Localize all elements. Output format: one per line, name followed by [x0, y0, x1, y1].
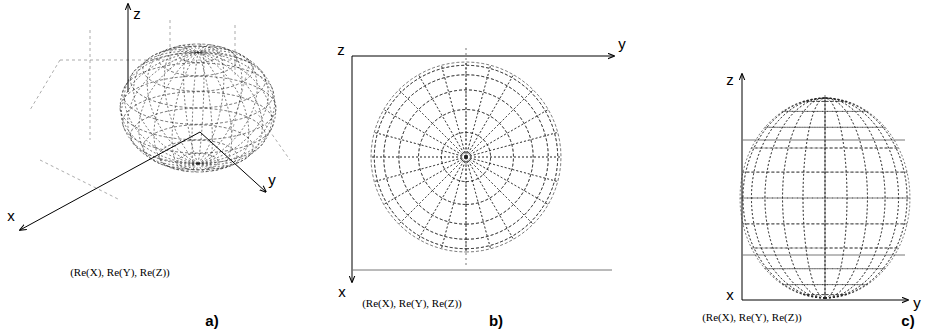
panel-label: c) [901, 313, 914, 330]
sphere-wireframe [198, 52, 272, 164]
sphere-wireframe [198, 52, 275, 163]
sphere-wireframe [159, 44, 237, 76]
sphere-wireframe [441, 132, 490, 181]
sphere-wireframe [384, 157, 466, 205]
axis-label: y [267, 172, 277, 189]
sphere-wireframe [466, 110, 548, 158]
sphere-wireframe [120, 76, 276, 140]
sphere-wireframe [198, 44, 204, 164]
sphere-wireframe [399, 90, 533, 224]
sphere-wireframe [374, 65, 558, 249]
plot-caption: (Re(X), Re(Y), Re(Z)) [701, 311, 803, 323]
sphere-wireframe [198, 52, 249, 168]
sphere-wireframe [184, 44, 198, 163]
sphere-wireframe [399, 90, 533, 224]
axis-label: x [337, 284, 347, 301]
sphere-wireframe [123, 63, 274, 124]
sphere-wireframe [139, 52, 198, 167]
sphere-wireframe [419, 110, 514, 205]
sphere-wireframe [743, 223, 907, 224]
sphere-wireframe [751, 248, 898, 249]
plot-caption: (Re(X), Re(Y), Re(Z)) [361, 297, 463, 309]
sphere-wireframe [384, 110, 466, 158]
sphere-wireframe [803, 294, 847, 295]
axis-label: z [336, 42, 346, 59]
sphere-wireframe [765, 127, 885, 128]
sphere-wireframe [419, 110, 514, 205]
sphere-wireframe [143, 125, 253, 170]
sphere-wireframe [130, 108, 265, 163]
sphere-wireframe [466, 157, 514, 239]
axes [20, 4, 908, 300]
sphere-wireframe [178, 153, 218, 169]
sphere-wireframe [783, 111, 868, 112]
axis-label: x [6, 208, 16, 225]
sphere-wireframe [765, 268, 885, 269]
plot-caption: (Re(X), Re(Y), Re(Z)) [69, 266, 171, 278]
sphere-wireframe [159, 140, 237, 172]
axis-label: x [725, 287, 735, 304]
sphere-wireframe [419, 157, 467, 239]
sphere-wireframe [384, 75, 549, 240]
sphere-wireframe [123, 92, 274, 153]
panel-label: b) [489, 313, 503, 330]
panel-label: a) [205, 313, 218, 330]
bounding-grid [30, 20, 290, 200]
axis-label: y [617, 36, 627, 53]
sphere-wireframe [374, 65, 558, 249]
sphere-wireframe [466, 62, 467, 157]
sphere-wireframe [441, 132, 490, 181]
sphere-wireframe [198, 49, 257, 164]
sphere-wireframe [466, 75, 514, 157]
sphere-wireframe [740, 198, 910, 199]
sphere-wireframe [466, 157, 548, 205]
sphere-wireframe [466, 157, 561, 158]
sphere-wireframe [419, 75, 467, 157]
sphere-wireframe [743, 172, 907, 173]
axis-label: z [725, 72, 735, 89]
sphere-wireframe [751, 148, 898, 149]
sphere-wireframe [384, 75, 549, 240]
sphere-wireframe [803, 101, 847, 102]
sphere-wireframe [783, 284, 868, 285]
sphere-wireframe [371, 157, 466, 158]
axis-label: y [912, 295, 922, 312]
sphere-wireframe [143, 46, 253, 91]
axis-label: z [132, 6, 142, 23]
sphere-wireframe [192, 52, 198, 172]
sphere-wireframe [371, 62, 561, 252]
sphere-wireframe [178, 46, 218, 62]
